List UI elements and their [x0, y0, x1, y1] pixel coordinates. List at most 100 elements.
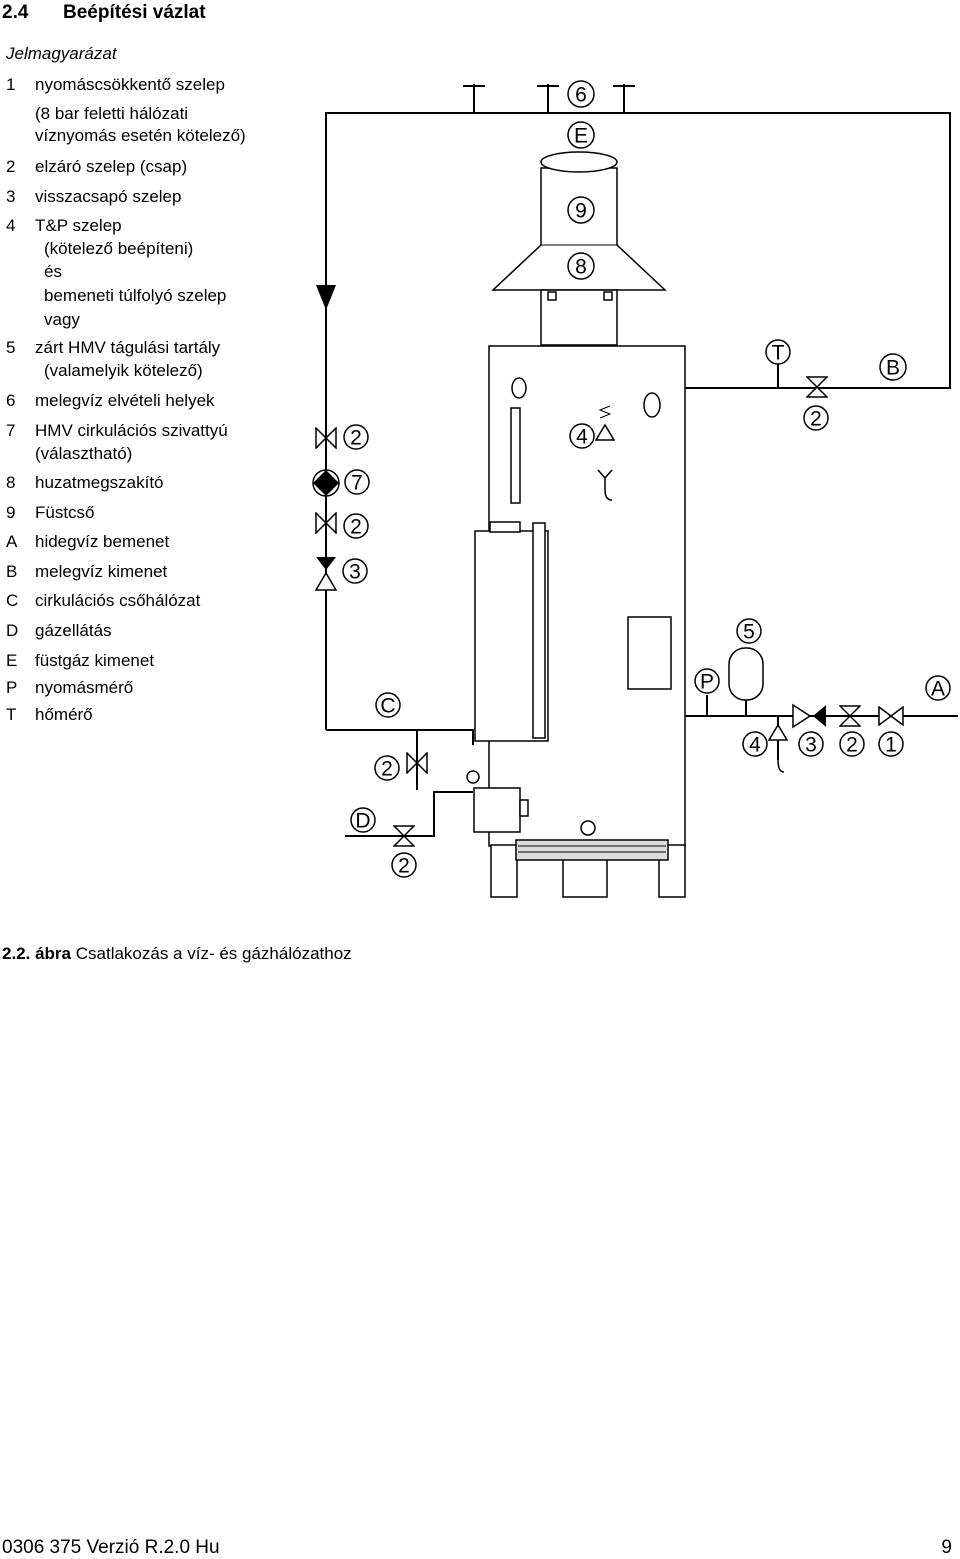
legend-key: 2 — [6, 157, 16, 176]
legend-text: HMV cirkulációs szivattyú — [35, 421, 228, 440]
legend-key: D — [6, 621, 19, 640]
legend-heading: Jelmagyarázat — [6, 44, 117, 63]
callout-e: E — [567, 121, 595, 149]
legend-item-1-note: (8 bar feletti hálózati — [35, 104, 189, 123]
footer-doc-id: 0306 375 Verzió R.2.0 Hu — [2, 1537, 220, 1558]
callout-label: 9 — [575, 200, 587, 223]
callout-label: 3 — [805, 734, 817, 757]
legend-key: T — [6, 705, 17, 724]
hot-water-loop-pipe — [325, 112, 951, 730]
legend-text: hidegvíz bemenet — [35, 532, 170, 551]
callout-5: 5 — [736, 618, 762, 644]
legend-key: A — [6, 532, 18, 551]
legend-item-4-note: (kötelező beépíteni) — [44, 239, 194, 258]
section-heading: Beépítési vázlat — [63, 2, 206, 23]
callout-label: 2 — [381, 758, 393, 781]
callout-label: D — [355, 810, 370, 833]
legend-key: 3 — [6, 187, 16, 206]
legend-item-4-note: és — [44, 262, 62, 281]
expansion-tank-icon — [728, 647, 764, 701]
callout-b: B — [879, 353, 907, 381]
legend-text: nyomásmérő — [35, 678, 134, 697]
safety-valve-icon — [767, 723, 789, 773]
callout-3: 3 — [342, 558, 368, 584]
legend-key: 6 — [6, 391, 16, 410]
callout-label: 3 — [349, 561, 361, 584]
callout-2: 2 — [343, 424, 369, 450]
callout-p: P — [694, 668, 720, 694]
callout-2: 2 — [839, 731, 865, 757]
check-valve-icon — [314, 557, 338, 591]
callout-label: 5 — [743, 621, 755, 644]
callout-label: 2 — [846, 734, 858, 757]
callout-label: 7 — [351, 472, 363, 495]
flue-assembly — [491, 151, 667, 346]
callout-6: 6 — [567, 80, 595, 108]
callout-2: 2 — [374, 755, 400, 781]
gas-pipe — [345, 791, 473, 837]
legend-key: 5 — [6, 338, 16, 357]
callout-label: E — [574, 125, 588, 148]
legend-item-5-note: (valamelyik kötelező) — [44, 361, 203, 380]
callout-2: 2 — [343, 513, 369, 539]
legend-item-1-note: víznyomás esetén kötelező) — [35, 126, 246, 145]
callout-label: 8 — [575, 256, 587, 279]
callout-a: A — [925, 675, 951, 701]
legend-key: 1 — [6, 75, 16, 94]
callout-2: 2 — [803, 405, 829, 431]
callout-2: 2 — [391, 852, 417, 878]
legend-text: füstgáz kimenet — [35, 651, 155, 670]
callout-4: 4 — [569, 423, 595, 449]
callout-label: 2 — [810, 408, 822, 431]
figure-caption: 2.2. ábra Csatlakozás a víz- és gázhálóz… — [2, 944, 352, 964]
legend-text: gázellátás — [35, 621, 112, 640]
figure-number: 2.2. ábra — [2, 944, 71, 963]
legend-text: Füstcső — [35, 503, 95, 522]
legend-text: nyomáscsökkentő szelep — [35, 75, 225, 94]
legend-key: B — [6, 562, 18, 581]
legend-key: E — [6, 651, 18, 670]
legend-key: P — [6, 678, 18, 697]
callout-label: T — [772, 342, 785, 365]
callout-label: A — [931, 678, 945, 701]
pressure-reducer-icon — [878, 706, 904, 726]
flow-arrow-icon — [316, 285, 336, 310]
circulation-pump-icon — [312, 469, 340, 497]
callout-label: C — [380, 695, 395, 718]
legend-item-7-note: (választható) — [35, 444, 133, 463]
callout-c: C — [375, 692, 401, 718]
callout-3: 3 — [798, 731, 824, 757]
callout-t: T — [765, 339, 791, 365]
callout-label: P — [700, 671, 714, 694]
check-valve-icon — [792, 703, 826, 729]
callout-label: 2 — [398, 855, 410, 878]
legend-text: elzáró szelep (csap) — [35, 157, 188, 176]
page-number: 9 — [941, 1537, 952, 1558]
legend-key: 9 — [6, 503, 16, 522]
callout-1: 1 — [878, 731, 904, 757]
callout-label: B — [886, 357, 900, 380]
legend-key: 4 — [6, 216, 16, 235]
callout-8: 8 — [567, 252, 595, 280]
legend-key: 7 — [6, 421, 16, 440]
callout-7: 7 — [344, 469, 370, 495]
legend-text: cirkulációs csőhálózat — [35, 591, 201, 610]
installation-diagram: 6 E 9 8 T B 2 4 2 7 2 3 5 P A 4 3 2 1 C … — [312, 80, 958, 898]
legend-text: melegvíz elvételi helyek — [35, 391, 215, 410]
callout-label: 4 — [749, 734, 761, 757]
callout-9: 9 — [567, 196, 595, 224]
callout-4: 4 — [742, 731, 768, 757]
legend-text: hőmérő — [35, 705, 93, 724]
legend-text: huzatmegszakító — [35, 473, 164, 492]
figure-text: Csatlakozás a víz- és gázhálózathoz — [75, 944, 352, 963]
legend-text: melegvíz kimenet — [35, 562, 168, 581]
legend-text: zárt HMV tágulási tartály — [35, 338, 221, 357]
callout-d: D — [350, 807, 376, 833]
callout-label: 2 — [350, 516, 362, 539]
legend-item-4-note: bemeneti túlfolyó szelep — [44, 286, 227, 305]
legend-text: visszacsapó szelep — [35, 187, 182, 206]
legend-text: T&P szelep — [35, 216, 122, 235]
callout-label: 1 — [885, 734, 897, 757]
legend-key: 8 — [6, 473, 16, 492]
legend-key: C — [6, 591, 19, 610]
